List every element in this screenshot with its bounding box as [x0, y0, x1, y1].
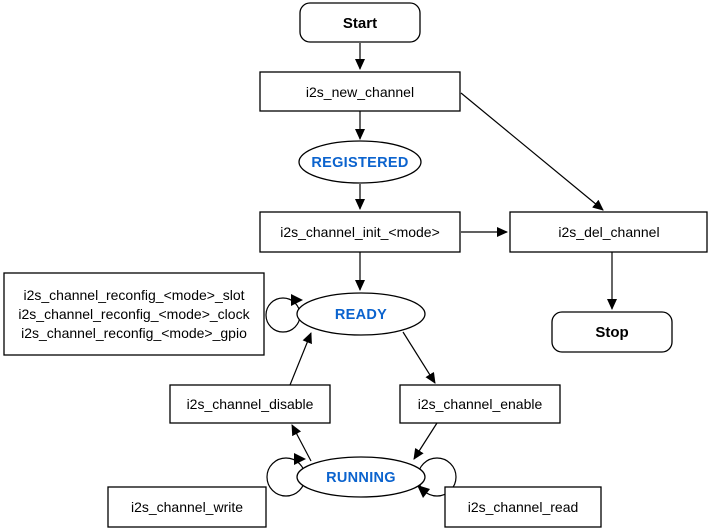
reconfig-line-clock: i2s_channel_reconfig_<mode>_clock [18, 306, 250, 322]
enable-shape [399, 384, 561, 424]
node-write: i2s_channel_write [107, 486, 267, 528]
init-label: i2s_channel_init_<mode> [280, 224, 440, 240]
node-enable: i2s_channel_enable [399, 384, 561, 424]
disable-shape [169, 384, 331, 424]
reconfig-line-slot: i2s_channel_reconfig_<mode>_slot [23, 287, 244, 303]
edge-ready-enable [402, 331, 436, 384]
node-new-channel: i2s_new_channel [259, 71, 461, 112]
new-channel-shape [259, 71, 461, 112]
edge-enable-running [413, 422, 438, 460]
node-disable: i2s_channel_disable [169, 384, 331, 424]
node-registered: REGISTERED [298, 140, 422, 184]
running-label: RUNNING [326, 470, 396, 486]
reconfig-line-gpio: i2s_channel_reconfig_<mode>_gpio [21, 325, 247, 341]
ready-shape [296, 292, 426, 336]
node-init: i2s_channel_init_<mode> [259, 211, 461, 253]
running-self-loop-left-arrowhead [294, 453, 306, 465]
node-start: Start [299, 2, 421, 43]
edge-newchannel-delchannel [460, 92, 604, 211]
node-reconfig: i2s_channel_reconfig_<mode>_slot i2s_cha… [3, 272, 265, 356]
running-shape [296, 456, 426, 498]
new-channel-label: i2s_new_channel [306, 84, 414, 100]
enable-label: i2s_channel_enable [418, 396, 543, 412]
node-read: i2s_channel_read [444, 486, 602, 528]
disable-label: i2s_channel_disable [187, 396, 314, 412]
registered-label: REGISTERED [311, 155, 408, 171]
stop-label: Stop [595, 324, 628, 341]
edge-disable-ready [289, 332, 312, 386]
edge-running-disable [291, 424, 312, 462]
write-shape [107, 486, 267, 528]
node-del-channel: i2s_del_channel [509, 211, 708, 253]
running-self-loop-right-arrowhead [417, 485, 430, 498]
stop-shape [551, 311, 673, 353]
registered-shape [298, 140, 422, 184]
init-shape [259, 211, 461, 253]
node-running: RUNNING [296, 456, 426, 498]
del-channel-shape [509, 211, 708, 253]
start-label: Start [343, 15, 377, 32]
node-stop: Stop [551, 311, 673, 353]
read-shape [444, 486, 602, 528]
read-label: i2s_channel_read [468, 499, 579, 515]
del-channel-label: i2s_del_channel [558, 224, 659, 240]
ready-label: READY [335, 307, 387, 323]
node-ready: READY [296, 292, 426, 336]
reconfig-shape [3, 272, 265, 356]
ready-self-loop-arrowhead [291, 294, 303, 306]
start-shape [299, 2, 421, 43]
write-label: i2s_channel_write [131, 499, 243, 515]
